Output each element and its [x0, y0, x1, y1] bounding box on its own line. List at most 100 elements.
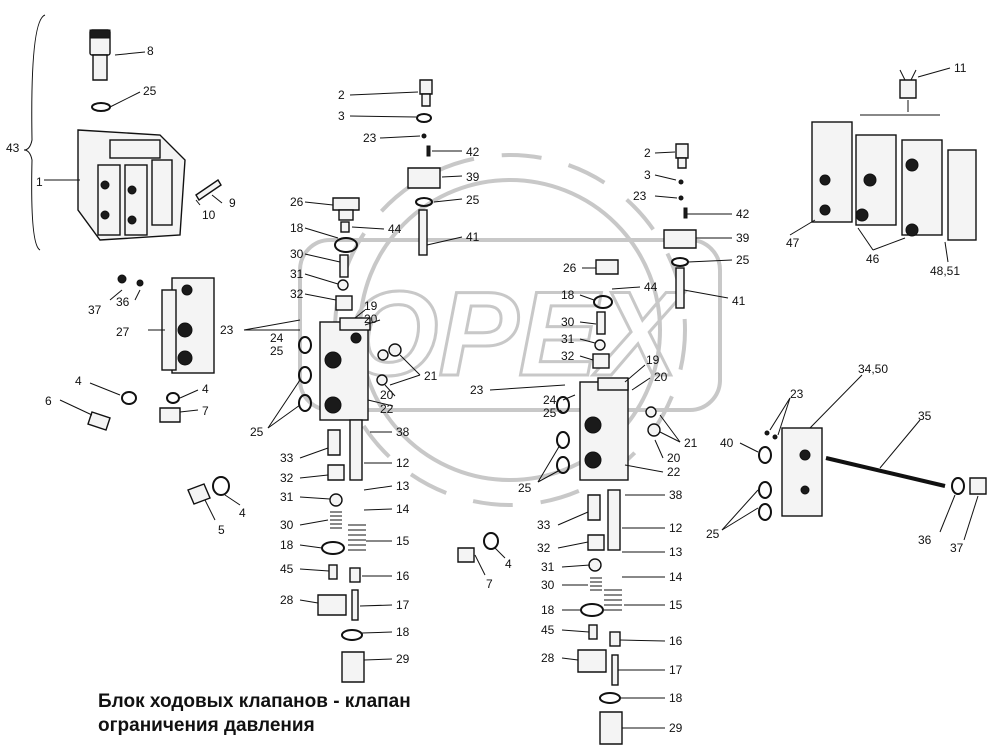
label-3: 3: [338, 109, 345, 123]
label-21: 21: [424, 369, 438, 383]
label-35: 35: [918, 409, 932, 423]
label-42: 42: [466, 145, 480, 159]
valve-column-left: [298, 79, 441, 683]
label-9: 9: [229, 196, 236, 210]
label-45: 45: [541, 623, 555, 637]
label-18: 18: [396, 625, 410, 639]
label-39: 39: [736, 231, 750, 245]
label-2: 2: [338, 88, 345, 102]
label-25: 25: [736, 253, 750, 267]
label-37: 37: [88, 303, 102, 317]
label-39: 39: [466, 170, 480, 184]
label-17: 17: [396, 598, 410, 612]
label-26: 26: [290, 195, 304, 209]
label-7: 7: [486, 577, 493, 591]
label-22: 22: [380, 402, 394, 416]
label-1: 1: [36, 175, 43, 189]
label-23: 23: [633, 189, 647, 203]
caption-line-1: Блок ходовых клапанов - клапан: [98, 691, 411, 712]
label-4: 4: [202, 382, 209, 396]
label-20: 20: [380, 388, 394, 402]
label-29: 29: [396, 652, 410, 666]
label-30: 30: [280, 518, 294, 532]
label-27: 27: [116, 325, 130, 339]
label-31: 31: [290, 267, 304, 281]
label-18: 18: [541, 603, 555, 617]
watermark-text: OPEX: [345, 267, 685, 401]
label-21: 21: [684, 436, 698, 450]
label-4: 4: [505, 557, 512, 571]
label-25: 25: [250, 425, 264, 439]
part-labels: 43 1 8 25 9 10 37 36 27 23 4 4 6 7 5 4 2…: [6, 44, 967, 735]
label-23: 23: [363, 131, 377, 145]
label-31: 31: [561, 332, 575, 346]
label-38: 38: [396, 425, 410, 439]
label-47: 47: [786, 236, 800, 250]
label-25: 25: [270, 344, 284, 358]
label-10: 10: [202, 208, 216, 222]
label-28: 28: [541, 651, 555, 665]
valve-block-assembly-43: [23, 14, 222, 251]
label-37: 37: [950, 541, 964, 555]
label-15: 15: [669, 598, 683, 612]
label-33: 33: [280, 451, 294, 465]
label-23: 23: [220, 323, 234, 337]
label-15: 15: [396, 534, 410, 548]
label-44: 44: [644, 280, 658, 294]
label-31: 31: [541, 560, 555, 574]
label-13: 13: [396, 479, 410, 493]
label-25: 25: [543, 406, 557, 420]
leader-lines: [44, 51, 979, 729]
label-33: 33: [537, 518, 551, 532]
label-29: 29: [669, 721, 683, 735]
label-40: 40: [720, 436, 734, 450]
label-18: 18: [280, 538, 294, 552]
label-34-50: 34,50: [858, 362, 888, 376]
label-24: 24: [270, 331, 284, 345]
label-16: 16: [396, 569, 410, 583]
label-23: 23: [790, 387, 804, 401]
caption-line-2: ограничения давления: [98, 715, 315, 736]
label-14: 14: [396, 502, 410, 516]
label-19: 19: [364, 299, 378, 313]
label-30: 30: [541, 578, 555, 592]
label-25: 25: [143, 84, 157, 98]
label-24: 24: [543, 393, 557, 407]
diagram-caption: Блок ходовых клапанов - клапан ограничен…: [98, 690, 518, 738]
label-43: 43: [6, 141, 20, 155]
label-12: 12: [396, 456, 410, 470]
label-36: 36: [918, 533, 932, 547]
label-32: 32: [280, 471, 294, 485]
label-32: 32: [290, 287, 304, 301]
label-41: 41: [732, 294, 746, 308]
label-41: 41: [466, 230, 480, 244]
label-42: 42: [736, 207, 750, 221]
label-3: 3: [644, 168, 651, 182]
label-26: 26: [563, 261, 577, 275]
label-13: 13: [669, 545, 683, 559]
label-25: 25: [706, 527, 720, 541]
valve-block-assembly-right: [758, 69, 987, 521]
label-20: 20: [654, 370, 668, 384]
label-6: 6: [45, 394, 52, 408]
label-19: 19: [646, 353, 660, 367]
label-23: 23: [470, 383, 484, 397]
label-20: 20: [667, 451, 681, 465]
label-45: 45: [280, 562, 294, 576]
label-4: 4: [239, 506, 246, 520]
label-4: 4: [75, 374, 82, 388]
label-25: 25: [518, 481, 532, 495]
label-28: 28: [280, 593, 294, 607]
label-30: 30: [561, 315, 575, 329]
label-32: 32: [561, 349, 575, 363]
label-12: 12: [669, 521, 683, 535]
label-2: 2: [644, 146, 651, 160]
valve-body-27: [87, 274, 230, 505]
label-32: 32: [537, 541, 551, 555]
label-36: 36: [116, 295, 130, 309]
valve-column-right: [457, 143, 697, 745]
label-22: 22: [667, 465, 681, 479]
label-18: 18: [290, 221, 304, 235]
label-7: 7: [202, 404, 209, 418]
label-20: 20: [364, 312, 378, 326]
